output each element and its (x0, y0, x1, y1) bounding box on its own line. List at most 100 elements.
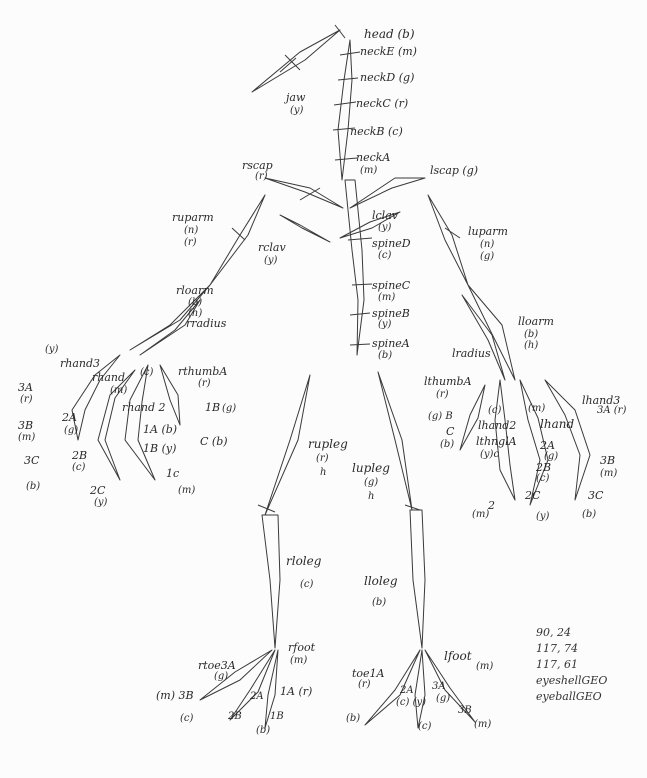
label-r2A-foot: 2A (250, 692, 264, 702)
spine-tick-a (350, 344, 370, 345)
label-rC: C (b) (200, 436, 228, 447)
label-r2C: 2C (90, 485, 105, 496)
label-l2B-code: (c) (536, 474, 549, 484)
label-rfoot-b: (b) (256, 726, 270, 736)
label-luparm: luparm (468, 226, 508, 237)
label-r3C: 3C (24, 455, 39, 466)
lradius-bone (462, 295, 505, 380)
label-l2-code: (m) (472, 510, 489, 520)
lscap-bone (350, 178, 425, 208)
note-line: eyeshellGEO (536, 673, 607, 689)
lupleg-bone (378, 372, 412, 510)
label-r2A: 2A (62, 412, 77, 423)
label-rupleg-code2: h (320, 468, 326, 478)
lloarm-bone (468, 285, 515, 380)
label-rhand-code: (m) (110, 386, 127, 396)
label-r3B-foot: (m) 3B (156, 690, 194, 701)
label-rscap: rscap (242, 160, 273, 171)
label-l2C-code: (y) (536, 512, 549, 522)
rthumb-bone (160, 365, 180, 425)
neck-tick-d (338, 78, 358, 80)
label-rscap-code: (r) (255, 172, 268, 182)
label-l3B-code: (m) (600, 469, 617, 479)
label-toe1A-code: (r) (358, 680, 371, 690)
spine-tick-b (350, 313, 370, 315)
label-ruparm: ruparm (172, 212, 214, 223)
ruparm-bone (210, 195, 265, 285)
label-r1A-foot: 1A (r) (280, 686, 312, 697)
note-line: 90, 24 (536, 625, 607, 641)
label-rradius: rradius (186, 318, 226, 329)
label-jaw: jaw (286, 92, 305, 103)
label-lg-B: (g) B (428, 412, 453, 422)
label-r1c: 1c (166, 468, 179, 479)
label-rtoe3A-code: (g) (214, 672, 228, 682)
luparm-bone (428, 195, 468, 285)
label-r2A-code: (g) (64, 426, 78, 436)
label-spineA-code: (b) (378, 351, 392, 361)
label-lupleg-code1: (g) (364, 478, 378, 488)
label-r2C-code: (y) (94, 498, 107, 508)
label-r1B-code: (g) (222, 404, 236, 414)
label-lloarm-code2: (h) (524, 341, 538, 351)
lfoot-toe-2 (415, 650, 425, 728)
label-r1c-code: (m) (178, 486, 195, 496)
label-r3A-code: (r) (20, 395, 33, 405)
joint-cross-lhip (405, 505, 420, 510)
label-r1A: 1A (b) (143, 424, 177, 435)
label-lC: C (446, 426, 454, 437)
label-lhand3-code: 3A (r) (597, 406, 626, 416)
label-lthinglA-code: (y)c (480, 450, 499, 460)
notes-block: 90, 24 117, 74 117, 61 eyeshellGEO eyeba… (536, 625, 607, 705)
label-spineB: spineB (372, 308, 410, 319)
label-neckA-code: (m) (360, 166, 377, 176)
label-lfoot: lfoot (444, 650, 472, 662)
label-toe1A: toe1A (352, 668, 385, 679)
label-rupleg: rupleg (308, 438, 348, 450)
label-lfoot-b: (b) (346, 714, 360, 724)
label-lhand: lhand (540, 418, 574, 430)
label-neckE: neckE (m) (360, 46, 417, 57)
label-lfoot-cy: (c) (y) (396, 698, 426, 708)
label-lfoot-3A: 3A (432, 682, 446, 692)
label-rupleg-code1: (r) (316, 454, 329, 464)
label-lhand2: lhand2 (478, 420, 516, 431)
label-l3C-code: (b) (582, 510, 596, 520)
label-neckD: neckD (g) (360, 72, 414, 83)
spine-tick-d (348, 238, 372, 240)
label-neckC: neckC (r) (356, 98, 408, 109)
label-luparm-code2: (g) (480, 252, 494, 262)
label-lthinglA: lthnglA (476, 436, 517, 447)
label-rthand3-code: (y) (45, 345, 58, 355)
label-rfoot-c: (c) (180, 714, 193, 724)
label-lthumbA: lthumbA (424, 376, 472, 387)
rupleg-bone (265, 375, 310, 515)
rfoot-toe-2 (230, 650, 275, 720)
label-l2A: 2A (540, 440, 555, 451)
label-r3C-code: (b) (26, 482, 40, 492)
label-lupleg-code2: h (368, 492, 374, 502)
label-rloarm: rloarm (176, 285, 214, 296)
label-spineC: spineC (372, 280, 410, 291)
note-line: 117, 61 (536, 657, 607, 673)
label-lthumb-c: (c) (488, 406, 501, 416)
label-luparm-code1: (n) (480, 240, 494, 250)
label-lloleg-code: (b) (372, 598, 386, 608)
label-ruparm-code2: (r) (184, 238, 197, 248)
note-line: eyeballGEO (536, 689, 607, 705)
label-rthumbA-code: (r) (198, 379, 211, 389)
label-spineD: spineD (372, 238, 411, 249)
label-rfoot-code: (m) (290, 656, 307, 666)
label-lfoot-3A-code: (g) (436, 694, 450, 704)
label-lthumb-m: (m) (528, 404, 545, 414)
label-lloarm: lloarm (518, 316, 554, 327)
label-ruparm-code1: (n) (184, 226, 198, 236)
label-r1B: 1B (205, 402, 220, 413)
label-l2B: 2B (536, 462, 551, 473)
label-r2B-code: (c) (72, 463, 85, 473)
neck-tick-a (335, 158, 357, 160)
rscap-bone (265, 178, 343, 208)
label-rfoot: rfoot (288, 642, 315, 653)
label-rhand: rhand (92, 372, 125, 383)
label-rthumbA: rthumbA (178, 366, 227, 377)
